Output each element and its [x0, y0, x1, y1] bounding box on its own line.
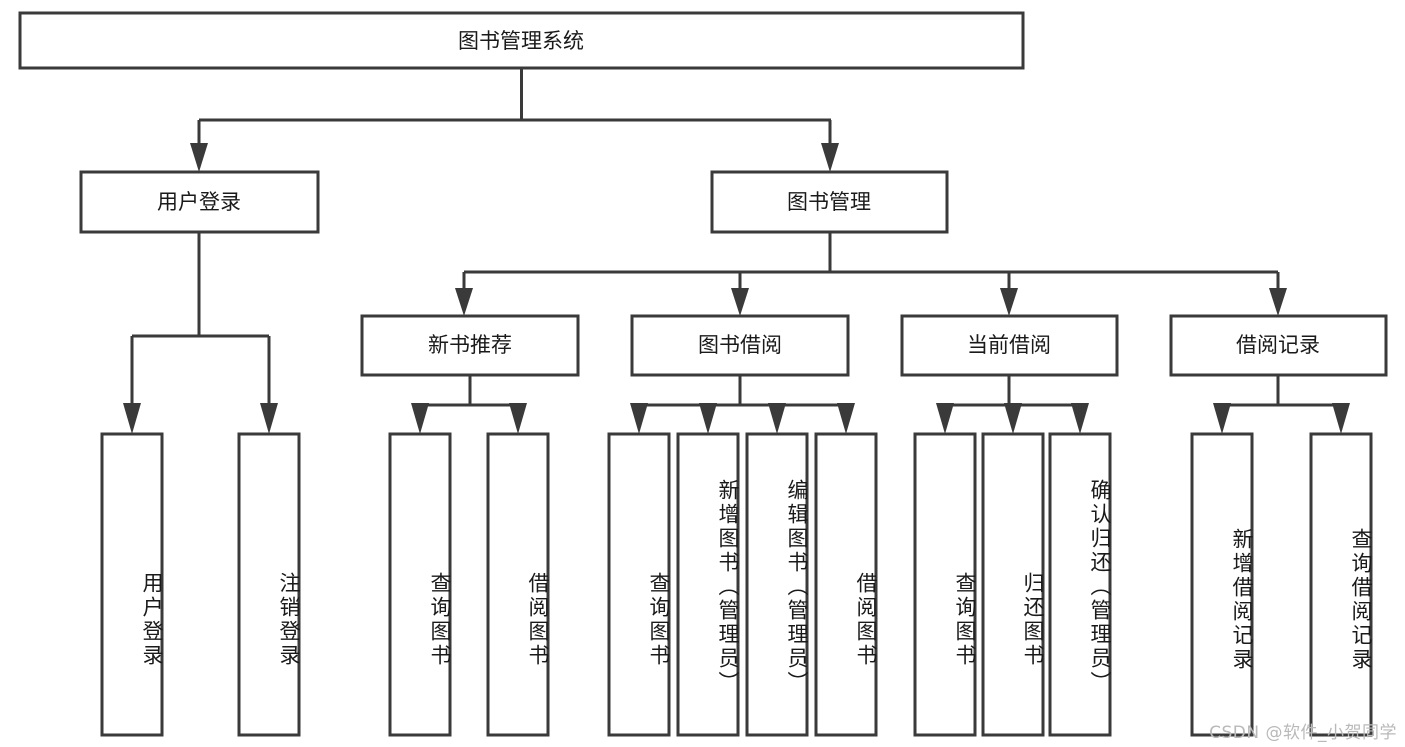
node-user-login-label: 用户登录 — [157, 190, 241, 214]
node-borrow-records-label: 借阅记录 — [1236, 333, 1320, 357]
connector-group-new-book-recommend — [411, 375, 527, 434]
leaf-boxes-user-login — [100, 432, 301, 737]
arrow-head-leaf-bb-2 — [699, 403, 717, 434]
node-current-borrow-label: 当前借阅 — [967, 333, 1051, 357]
leaf-box-cb-2[interactable] — [981, 432, 1045, 737]
connector-group-book-borrow — [630, 375, 855, 434]
csdn-watermark: CSDN @软件_小贺同学 — [1209, 723, 1397, 743]
leaf-box-bb-1[interactable] — [607, 432, 671, 737]
arrow-head-leaf-cb-3 — [1071, 403, 1089, 434]
node-root-label: 图书管理系统 — [458, 29, 584, 53]
arrow-head-leaf-nbr-2 — [509, 403, 527, 434]
leaf-boxes-current-borrow — [913, 432, 1112, 737]
leaf-box-cb-3[interactable] — [1048, 432, 1112, 737]
arrow-head-leaf-user-login-1 — [123, 403, 141, 434]
node-current-borrow[interactable]: 当前借阅 — [900, 314, 1119, 377]
leaf-box-user-login-1[interactable] — [100, 432, 164, 737]
node-user-login[interactable]: 用户登录 — [79, 170, 320, 234]
node-new-book-recommend-label: 新书推荐 — [428, 333, 512, 357]
arrow-head-leaf-bb-3 — [768, 403, 786, 434]
leaf-box-cb-1[interactable] — [913, 432, 977, 737]
connector-group-user-login — [123, 232, 278, 434]
arrow-head-leaf-nbr-1 — [411, 403, 429, 434]
node-new-book-recommend[interactable]: 新书推荐 — [360, 314, 580, 377]
node-current-borrow-box[interactable] — [900, 314, 1119, 377]
node-book-borrow[interactable]: 图书借阅 — [630, 314, 850, 377]
leaf-boxes-borrow-records — [1190, 432, 1373, 737]
arrow-head-book-mgmt — [821, 143, 839, 172]
connector-group-borrow-records — [1213, 375, 1350, 434]
leaf-box-bb-3[interactable] — [745, 432, 809, 737]
arrow-head-leaf-cb-1 — [936, 403, 954, 434]
leaf-box-nbr-2[interactable] — [486, 432, 550, 737]
arrow-head-new-book-recommend — [455, 288, 473, 316]
connector-group-current-borrow — [936, 375, 1089, 434]
node-book-management-label: 图书管理 — [787, 190, 871, 214]
arrow-head-leaf-cb-2 — [1004, 403, 1022, 434]
node-book-borrow-box[interactable] — [630, 314, 850, 377]
node-root[interactable]: 图书管理系统 — [18, 11, 1025, 70]
node-book-management-box[interactable] — [710, 170, 949, 234]
node-book-borrow-label: 图书借阅 — [698, 333, 782, 357]
node-root-box[interactable] — [18, 11, 1025, 70]
arrow-head-leaf-br-1 — [1213, 403, 1231, 434]
arrow-head-user-login — [190, 143, 208, 172]
node-book-management[interactable]: 图书管理 — [710, 170, 949, 234]
node-borrow-records-box[interactable] — [1169, 314, 1388, 377]
arrow-head-borrow-records — [1269, 288, 1287, 316]
leaf-box-br-1[interactable] — [1190, 432, 1254, 737]
leaf-box-bb-4[interactable] — [814, 432, 878, 737]
arrow-head-current-borrow — [1000, 288, 1018, 316]
connector-group-root — [190, 68, 839, 172]
arrow-head-leaf-br-2 — [1332, 403, 1350, 434]
node-borrow-records[interactable]: 借阅记录 — [1169, 314, 1388, 377]
arrow-head-leaf-bb-4 — [837, 403, 855, 434]
leaf-box-br-2[interactable] — [1309, 432, 1373, 737]
leaf-boxes-book-borrow — [607, 432, 878, 737]
connector-group-book-mgmt — [455, 232, 1287, 316]
node-new-book-recommend-box[interactable] — [360, 314, 580, 377]
leaf-box-bb-2[interactable] — [676, 432, 740, 737]
leaf-box-user-login-2[interactable] — [237, 432, 301, 737]
arrow-head-leaf-user-login-2 — [260, 403, 278, 434]
leaf-box-nbr-1[interactable] — [388, 432, 452, 737]
arrow-head-book-borrow — [731, 288, 749, 316]
arrow-head-leaf-bb-1 — [630, 403, 648, 434]
node-user-login-box[interactable] — [79, 170, 320, 234]
leaf-boxes-new-book-recommend — [388, 432, 550, 737]
